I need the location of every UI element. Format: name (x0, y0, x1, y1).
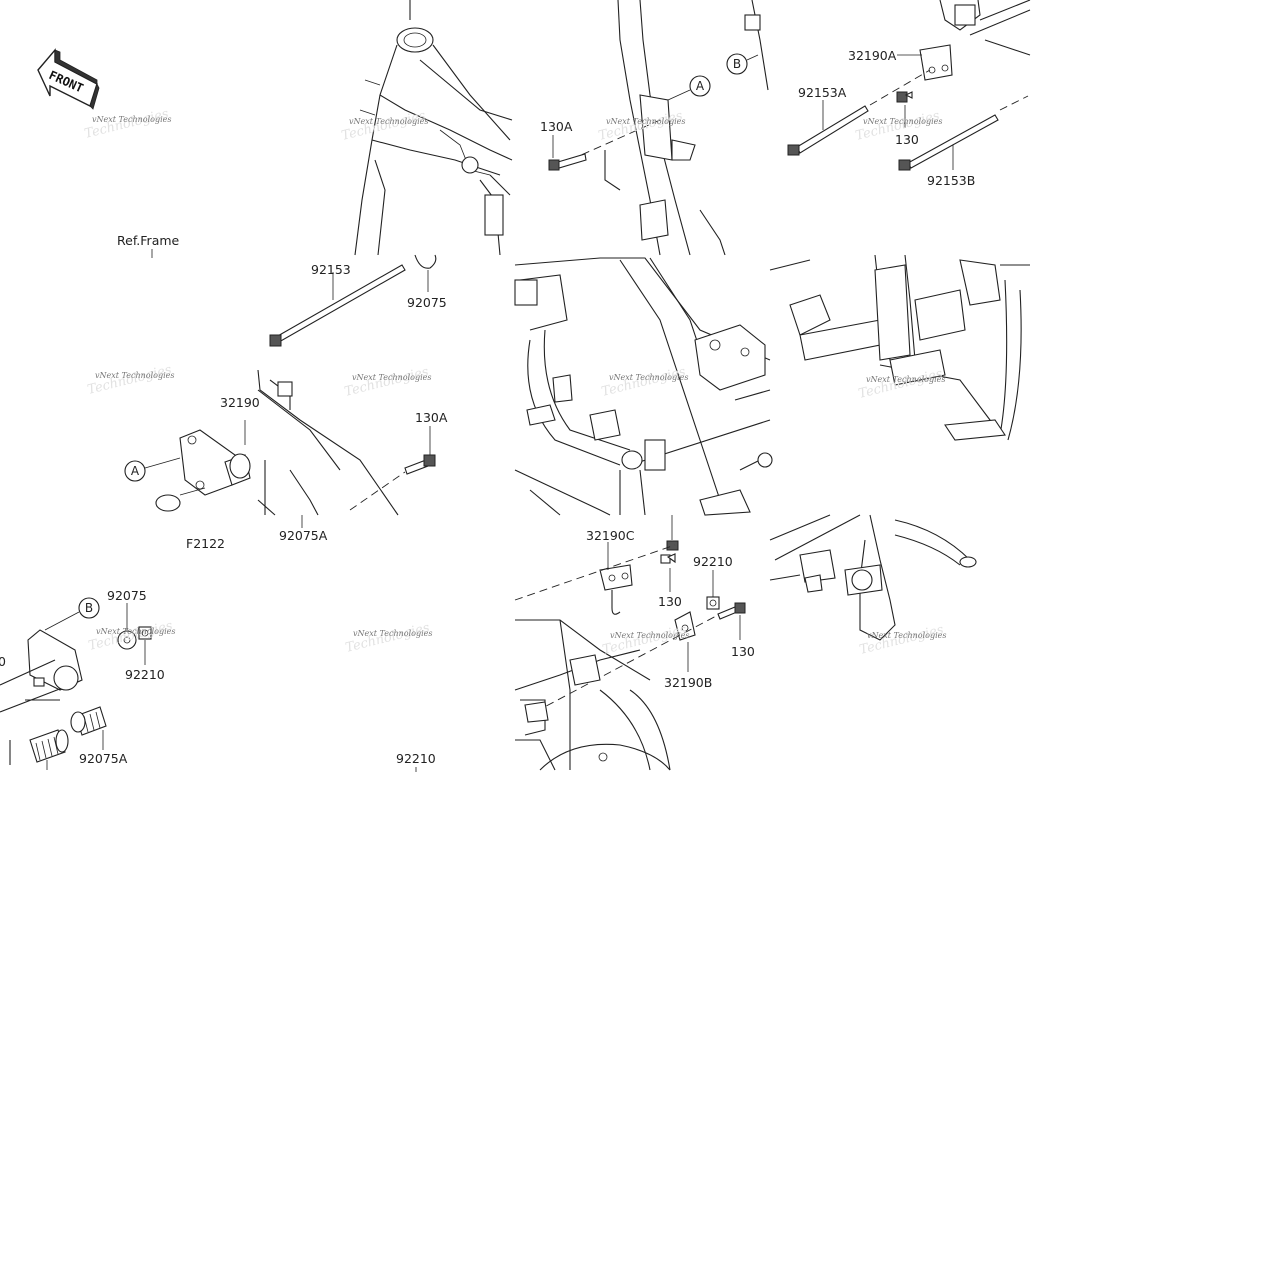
label-92153B: 92153B (927, 173, 975, 188)
frame-downtube-drawing (769, 254, 1030, 441)
engine-mount-b-drawing: B (0, 597, 152, 770)
svg-text:Technologies: Technologies (340, 108, 427, 143)
front-arrow-icon: FRONT (37, 48, 100, 110)
bracket-bolts-drawing (787, 0, 1031, 171)
label-130A-mid: 130A (415, 410, 448, 425)
nut-130-mid (660, 540, 679, 564)
label-32190: 32190 (220, 395, 260, 410)
washer-left (155, 494, 181, 512)
svg-text:vNext Technologies: vNext Technologies (96, 627, 175, 636)
svg-text:Technologies: Technologies (597, 108, 684, 143)
svg-text:Technologies: Technologies (343, 364, 430, 399)
label-130-mid: 130 (658, 594, 682, 609)
svg-text:vNext Technologies: vNext Technologies (349, 117, 428, 126)
bracket-32190C (599, 564, 633, 591)
nut-130-top (896, 91, 913, 103)
label-92075A-left: 92075A (79, 751, 128, 766)
svg-text:vNext Technologies: vNext Technologies (867, 631, 946, 640)
callout-b-circle-top (726, 53, 748, 75)
svg-text:Technologies: Technologies (86, 362, 173, 397)
svg-text:vNext Technologies: vNext Technologies (352, 373, 431, 382)
callout-b-bottom: B (85, 601, 93, 615)
frame-neck-drawing (354, 0, 513, 256)
svg-text:vNext Technologies: vNext Technologies (866, 375, 945, 384)
bolt-92153B (898, 95, 1029, 171)
part-labels: 32190A 92153A 130 92153B 130A 92153 9207… (79, 48, 975, 766)
svg-text:Technologies: Technologies (344, 620, 431, 655)
label-92210-left: 92210 (125, 667, 165, 682)
bolt-130A-top (548, 153, 587, 171)
label-92153A: 92153A (798, 85, 847, 100)
callout-a-top: A (696, 79, 705, 93)
callout-a-circle-top (689, 75, 711, 97)
svg-text:vNext Technologies: vNext Technologies (95, 371, 174, 380)
figure-code: F2122 (186, 536, 225, 551)
svg-text:Technologies: Technologies (601, 622, 688, 657)
svg-text:Technologies: Technologies (600, 364, 687, 399)
svg-text:vNext Technologies: vNext Technologies (606, 117, 685, 126)
washer-92075 (117, 630, 137, 650)
svg-text:vNext Technologies: vNext Technologies (609, 373, 688, 382)
label-32190B: 32190B (664, 675, 712, 690)
nut-92210-right (706, 596, 720, 610)
label-130-right: 130 (731, 644, 755, 659)
bushing-92075A (29, 706, 107, 763)
frame-lower-drawing (514, 515, 746, 771)
label-92075A-mid: 92075A (279, 528, 328, 543)
bracket-32190B (674, 611, 696, 641)
label-130A-top: 130A (540, 119, 573, 134)
nut-92210-left (138, 626, 152, 640)
svg-text:vNext Technologies: vNext Technologies (863, 117, 942, 126)
callout-b-top: B (733, 57, 741, 71)
label-92153: 92153 (311, 262, 351, 277)
svg-text:vNext Technologies: vNext Technologies (353, 629, 432, 638)
bolt-130A-mid (404, 454, 436, 475)
swingarm-pivot-drawing (769, 514, 977, 641)
svg-text:Technologies: Technologies (858, 622, 945, 657)
frame-rear-drawing: A B (548, 0, 769, 256)
label-92210-bottom: 92210 (396, 751, 436, 766)
svg-text:Technologies: Technologies (83, 106, 170, 141)
bracket-32190A (919, 44, 953, 81)
bolt-130-right (717, 602, 746, 620)
label-92075-left: 92075 (107, 588, 147, 603)
svg-text:vNext Technologies: vNext Technologies (610, 631, 689, 640)
engine-mount-center-drawing (257, 254, 437, 528)
callout-a-mid: A (131, 464, 140, 478)
bolt-92153A (787, 69, 931, 156)
label-92075-top: 92075 (407, 295, 447, 310)
watermark-text: vNext Technologies (92, 115, 171, 124)
ref-frame-label: Ref.Frame (117, 233, 180, 248)
label-130-top: 130 (895, 132, 919, 147)
label-32190A: 32190A (848, 48, 897, 63)
frame-cross-drawing (514, 257, 773, 516)
bolt-92153 (269, 264, 406, 347)
label-92210-right: 92210 (693, 554, 733, 569)
partial-label: 0 (0, 654, 6, 669)
label-32190C: 32190C (586, 528, 635, 543)
engine-mount-left-drawing: A (124, 420, 251, 512)
